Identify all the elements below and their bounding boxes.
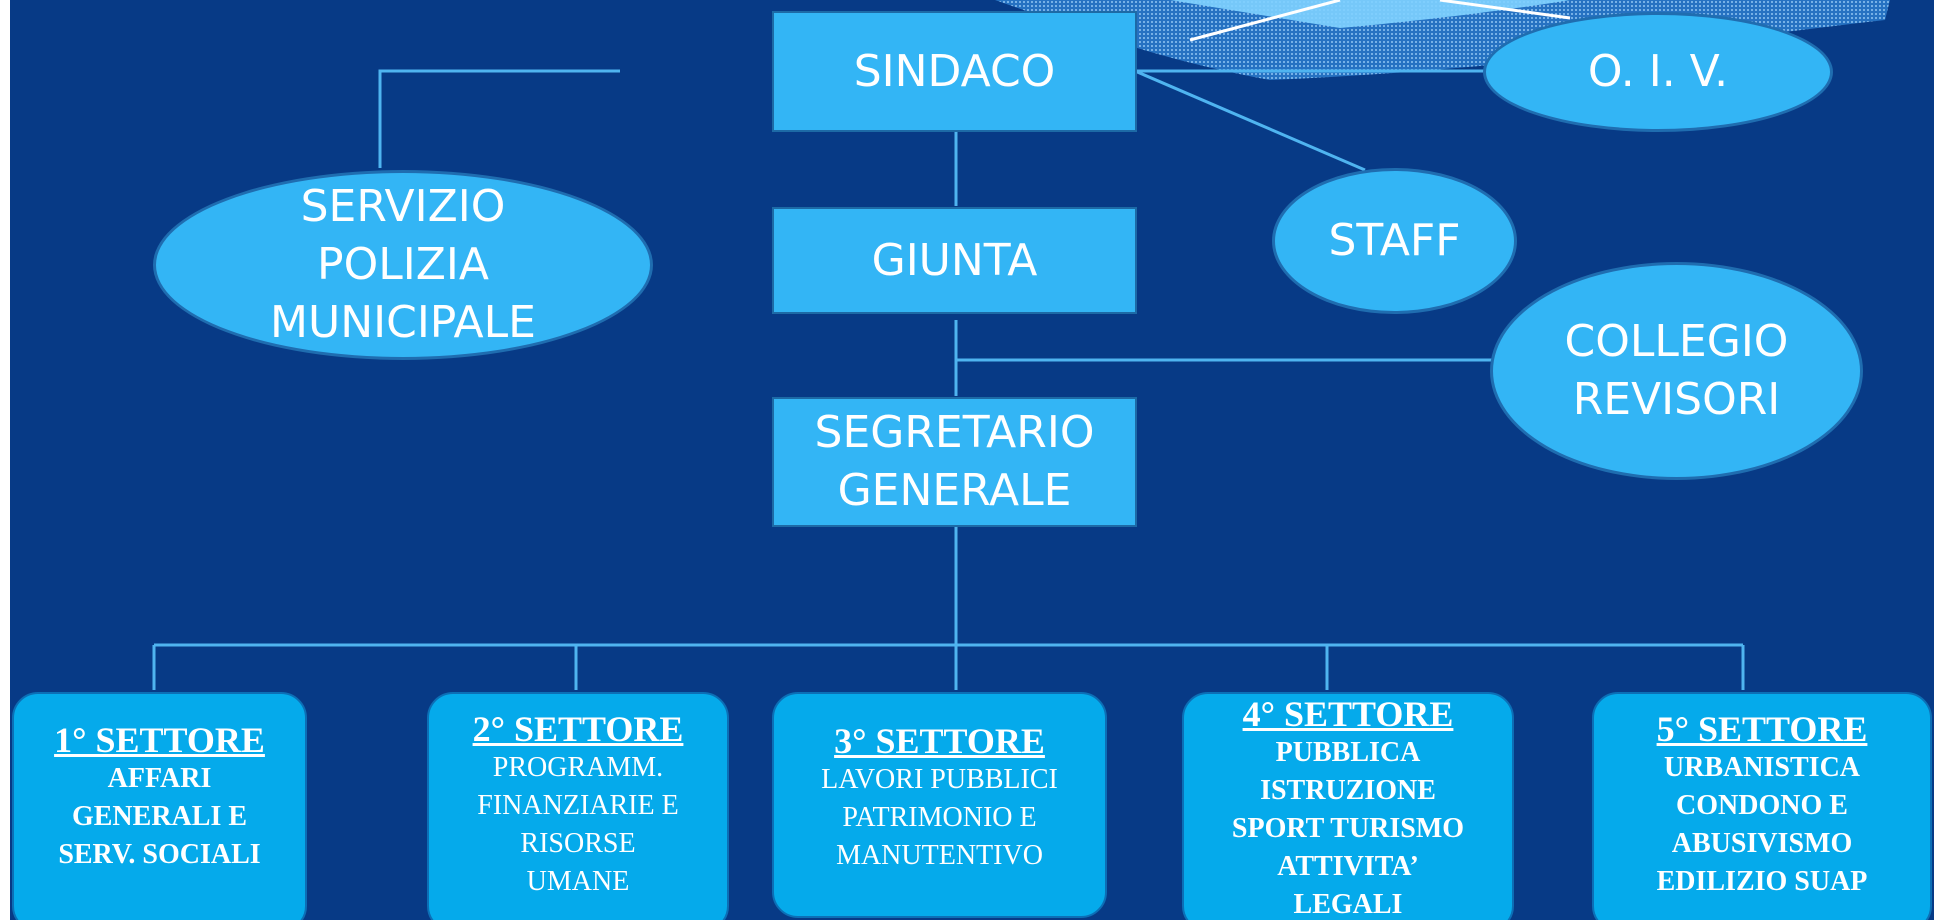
sector-3-box: 3° SETTORE LAVORI PUBBLICI PATRIMONIO E … xyxy=(772,692,1107,918)
sector-4-line: ATTIVITA’ xyxy=(1277,851,1419,882)
polizia-label-line3: MUNICIPALE xyxy=(270,297,536,348)
collegio-ellipse: COLLEGIO REVISORI xyxy=(1490,262,1863,480)
sector-1-line: AFFARI xyxy=(107,763,212,794)
sector-4-line: ISTRUZIONE xyxy=(1260,775,1436,806)
sector-2-line: PROGRAMM. xyxy=(492,752,664,783)
staff-label: STAFF xyxy=(1328,215,1461,266)
collegio-label-line2: REVISORI xyxy=(1572,374,1781,425)
oiv-label: O. I. V. xyxy=(1587,46,1729,97)
sector-1-line: SERV. SOCIALI xyxy=(58,839,261,870)
polizia-label-line2: POLIZIA xyxy=(317,239,489,290)
sector-5-line: CONDONO E xyxy=(1676,790,1848,821)
sector-2-line: RISORSE xyxy=(520,828,636,859)
sector-5-line: URBANISTICA xyxy=(1663,752,1861,783)
polizia-ellipse: SERVIZIO POLIZIA MUNICIPALE xyxy=(153,170,653,360)
sector-4-box: 4° SETTORE PUBBLICA ISTRUZIONE SPORT TUR… xyxy=(1182,692,1514,920)
sector-3-line: LAVORI PUBBLICI xyxy=(821,764,1058,795)
sindaco-box: SINDACO xyxy=(772,11,1137,132)
sector-5-line: EDILIZIO SUAP xyxy=(1656,866,1868,897)
segretario-box: SEGRETARIO GENERALE xyxy=(772,397,1137,527)
giunta-label: GIUNTA xyxy=(871,234,1038,286)
sector-2-title: 2° SETTORE xyxy=(472,709,684,749)
segretario-label-line2: GENERALE xyxy=(837,465,1072,516)
segretario-label-line1: SEGRETARIO xyxy=(814,407,1095,458)
slide-background: SINDACO O. I. V. SERVIZIO POLIZIA MUNICI… xyxy=(10,0,1934,920)
decorative-swoosh-stripe xyxy=(1189,0,1341,42)
sector-4-line: LEGALI xyxy=(1293,889,1403,920)
sector-1-line: GENERALI E xyxy=(71,801,248,832)
sector-2-box: 2° SETTORE PROGRAMM. FINANZIARIE E RISOR… xyxy=(427,692,729,920)
sector-2-line: UMANE xyxy=(526,866,630,897)
sector-5-title: 5° SETTORE xyxy=(1656,709,1868,749)
decorative-swoosh-stripe-2 xyxy=(1439,0,1571,20)
sector-3-title: 3° SETTORE xyxy=(834,721,1045,761)
sector-2-line: FINANZIARIE E xyxy=(477,790,679,821)
polizia-label-line1: SERVIZIO xyxy=(300,181,506,232)
sector-4-title: 4° SETTORE xyxy=(1242,694,1454,734)
sector-1-box: 1° SETTORE AFFARI GENERALI E SERV. SOCIA… xyxy=(12,692,307,920)
decorative-swoosh-light xyxy=(1170,0,1570,28)
sector-1-title: 1° SETTORE xyxy=(54,720,265,760)
sector-4-line: PUBBLICA xyxy=(1275,737,1421,768)
sector-3-line: PATRIMONIO E xyxy=(842,802,1037,833)
oiv-ellipse: O. I. V. xyxy=(1483,12,1833,132)
sector-4-line: SPORT TURISMO xyxy=(1231,813,1465,844)
giunta-box: GIUNTA xyxy=(772,207,1137,314)
sector-3-line: MANUTENTIVO xyxy=(836,840,1043,871)
sector-5-line: ABUSIVISMO xyxy=(1671,828,1853,859)
staff-ellipse: STAFF xyxy=(1272,168,1517,314)
sindaco-label: SINDACO xyxy=(853,45,1056,97)
collegio-label-line1: COLLEGIO xyxy=(1564,316,1789,367)
sector-5-box: 5° SETTORE URBANISTICA CONDONO E ABUSIVI… xyxy=(1592,692,1932,920)
